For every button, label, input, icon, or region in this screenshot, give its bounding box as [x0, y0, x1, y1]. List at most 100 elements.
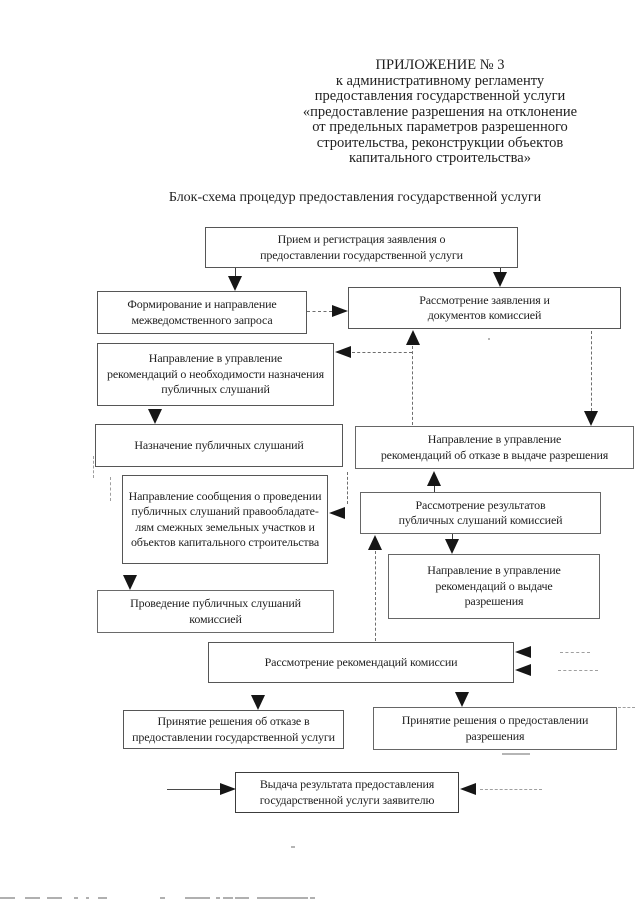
- arrowhead-left-icon: [335, 346, 351, 358]
- scan-artifact: [86, 897, 89, 899]
- header-line: капитального строительства»: [349, 150, 531, 166]
- scan-artifact: [235, 897, 249, 899]
- node-line: Назначение публичных слушаний: [134, 437, 304, 452]
- scan-artifact: [291, 846, 295, 848]
- node-line: комиссией: [189, 611, 242, 626]
- arrowhead-up-icon: [368, 535, 382, 550]
- connector-line: [412, 346, 413, 425]
- node-line: рекомендаций о выдаче: [435, 578, 553, 593]
- connector-line: [347, 472, 348, 504]
- node-line: документов комиссией: [427, 308, 542, 322]
- connector-line: [307, 311, 332, 312]
- header-line: «предоставление разрешения на отклонение: [302, 103, 578, 120]
- node-hearing-conduct: Проведение публичных слушаний комиссией: [97, 590, 334, 633]
- connector-line: [110, 477, 111, 501]
- node-line: публичных слушаний: [161, 382, 270, 397]
- header-line: от предельных параметров разрешенного: [312, 119, 568, 135]
- connector-line: [480, 789, 542, 790]
- arrowhead-up-icon: [406, 330, 420, 345]
- connector-line: [434, 486, 435, 492]
- node-line: Формирование и направление: [127, 297, 277, 311]
- arrowhead-right-icon: [332, 305, 348, 317]
- connector-line: [452, 534, 453, 540]
- arrowhead-down-icon: [148, 409, 162, 424]
- node-line: рекомендаций о необходимости назначения: [107, 366, 324, 381]
- appendix-header: ПРИЛОЖЕНИЕ № 3 к административному регла…: [272, 57, 608, 167]
- node-reception: Прием и регистрация заявления о предоста…: [205, 227, 518, 268]
- scan-artifact: [74, 897, 78, 899]
- connector-line: [93, 456, 94, 478]
- node-line: Принятие решения об отказе в: [157, 714, 310, 728]
- node-line: Рассмотрение заявления и: [419, 292, 550, 307]
- arrowhead-down-icon: [584, 411, 598, 426]
- node-line: разрешения: [464, 594, 524, 609]
- node-line: объектов капитального строительства: [130, 535, 320, 549]
- scan-artifact: [98, 897, 107, 899]
- arrowhead-down-icon: [123, 575, 137, 590]
- node-hearing-results-review: Рассмотрение результатов публичных слуша…: [360, 492, 601, 534]
- arrowhead-left-icon: [460, 783, 476, 795]
- node-line: предоставлении государственной услуги: [132, 729, 335, 744]
- arrowhead-left-icon: [515, 664, 531, 676]
- connector-line: [560, 652, 590, 653]
- scan-artifact: [25, 897, 40, 899]
- node-notify-rightsholders: Направление сообщения о проведении публи…: [122, 475, 328, 564]
- arrowhead-down-icon: [251, 695, 265, 710]
- scan-artifact: [310, 897, 315, 899]
- scan-artifact: [488, 338, 490, 340]
- header-line: строительства, реконструкции объектов: [316, 134, 564, 151]
- node-result-issuance: Выдача результата предоставления государ…: [235, 772, 459, 813]
- scan-artifact: [618, 707, 635, 708]
- header-line: к административному регламенту: [335, 72, 545, 89]
- connector-line: [352, 352, 412, 353]
- node-interagency-request: Формирование и направление межведомствен…: [97, 291, 307, 334]
- arrowhead-right-icon: [220, 783, 236, 795]
- node-hearing-appointment: Назначение публичных слушаний: [95, 424, 343, 467]
- node-line: Принятие решения о предоставлении: [401, 713, 589, 727]
- arrowhead-left-icon: [515, 646, 531, 658]
- connector-line: [375, 551, 376, 641]
- node-line: Выдача результата предоставления: [259, 777, 435, 791]
- connector-line: [558, 670, 598, 671]
- header-line: предоставления государственной услуги: [314, 88, 566, 104]
- node-line: государственной услуги заявителю: [259, 792, 435, 807]
- scan-artifact: [216, 897, 220, 899]
- node-application-review: Рассмотрение заявления и документов коми…: [348, 287, 621, 329]
- node-line: межведомственного запроса: [131, 312, 273, 327]
- scan-artifact: [0, 897, 15, 899]
- arrowhead-down-icon: [455, 692, 469, 707]
- connector-line: [167, 789, 221, 790]
- node-line: Направление в управление: [427, 563, 561, 578]
- node-line: разрешения: [465, 728, 525, 743]
- node-line: Направление в управление: [427, 432, 562, 446]
- arrowhead-down-icon: [228, 276, 242, 291]
- node-refusal-decision: Принятие решения об отказе в предоставле…: [123, 710, 344, 749]
- connector-line: [591, 331, 592, 411]
- node-line: Рассмотрение результатов: [415, 497, 546, 512]
- node-issue-recommendation: Направление в управление рекомендаций о …: [388, 554, 600, 619]
- node-line: Направление в управление: [148, 351, 283, 366]
- arrowhead-down-icon: [493, 272, 507, 287]
- scan-artifact: [257, 897, 308, 899]
- node-line: публичных слушаний правообладате-: [131, 504, 319, 518]
- arrowhead-up-icon: [427, 471, 441, 486]
- node-line: предоставлении государственной услуги: [260, 247, 463, 262]
- scan-artifact: [47, 897, 62, 899]
- node-hearing-need-recommendation: Направление в управление рекомендаций о …: [97, 343, 334, 406]
- connector-line: [500, 268, 501, 273]
- node-line: лям смежных земельных участков и: [135, 519, 315, 534]
- node-line: рекомендаций об отказе в выдаче разрешен…: [380, 447, 609, 462]
- header-line: ПРИЛОЖЕНИЕ № 3: [375, 57, 505, 73]
- arrowhead-down-icon: [445, 539, 459, 554]
- page-title: Блок-схема процедур предоставления госуд…: [168, 190, 542, 205]
- scan-artifact: [223, 897, 233, 899]
- arrowhead-left-icon: [329, 507, 345, 519]
- node-grant-decision: Принятие решения о предоставлении разреш…: [373, 707, 617, 750]
- node-refusal-recommendation: Направление в управление рекомендаций об…: [355, 426, 634, 469]
- connector-line: [235, 268, 236, 277]
- node-line: Прием и регистрация заявления о: [277, 232, 446, 246]
- node-line: публичных слушаний комиссией: [398, 513, 563, 527]
- node-line: Направление сообщения о проведении: [128, 488, 322, 503]
- node-commission-recommendations-review: Рассмотрение рекомендаций комиссии: [208, 642, 514, 683]
